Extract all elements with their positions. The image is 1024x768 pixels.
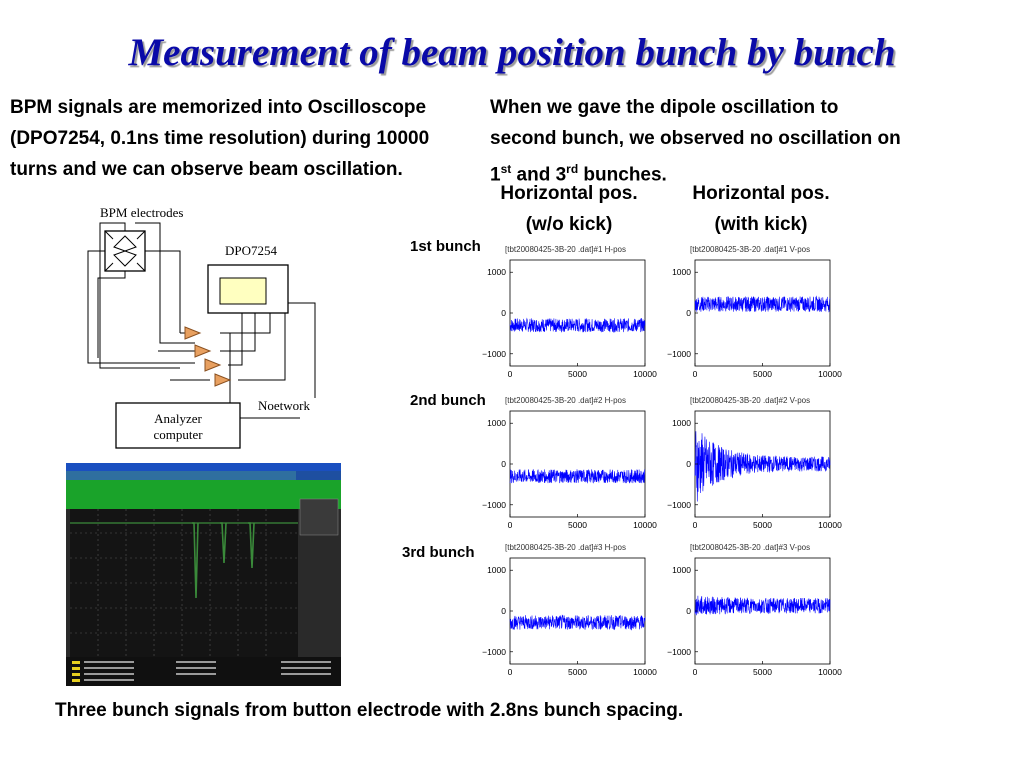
plot-y-tick-label: 1000 [487,565,506,575]
plot-x-tick-label: 10000 [818,520,842,530]
plot-frame [509,259,646,367]
plot-x-tick-label: 0 [693,667,698,677]
column-header-line: (w/o kick) [525,214,613,235]
plot-signal-trace [509,614,646,631]
plot-x-tick-label: 10000 [633,520,657,530]
computer-label-line2: computer [153,427,203,442]
plot-title: [tbt20080425-3B-20 .dat]#3 V-pos [690,543,810,552]
plot-y-tick-label: 0 [686,459,691,469]
intro-text: BPM signals are memorized into Oscillosc… [10,97,430,180]
network-label: Noetwork [258,398,310,413]
plot-y-tick-label: 1000 [672,565,691,575]
column-header-line: Horizontal pos. [692,183,830,204]
plot-title: [tbt20080425-3B-20 .dat]#1 V-pos [690,245,810,254]
plot-y-tick-label: 1000 [487,267,506,277]
observation-first: 1 [490,164,501,186]
position-plot-svg: [tbt20080425-3B-20 .dat]#3 V-pos10000−10… [667,543,842,677]
position-plot-svg: [tbt20080425-3B-20 .dat]#3 H-pos10000−10… [482,543,657,677]
bpm-electrode-head [104,230,146,272]
plot-x-tick-label: 0 [508,520,513,530]
plot-signal-trace [694,295,831,313]
plot-y-tick-label: 0 [501,606,506,616]
observation-end: bunches. [578,164,667,186]
plot-x-tick-label: 0 [693,369,698,379]
scope-menubar [66,471,341,480]
row-label-bunch-2: 2nd bunch [410,392,486,409]
plot-y-tick-label: 0 [501,308,506,318]
observation-first-sup: st [500,162,512,176]
plot-y-tick-label: 0 [501,459,506,469]
observation-third-sup: rd [566,162,579,176]
plot-x-tick-label: 5000 [568,369,587,379]
plot-y-tick-label: −1000 [482,647,506,657]
computer-label-line1: Analyzer [154,411,202,426]
position-plot-svg: [tbt20080425-3B-20 .dat]#1 H-pos10000−10… [482,245,657,379]
position-plot-svg: [tbt20080425-3B-20 .dat]#2 V-pos10000−10… [667,396,842,530]
amplifier-icons [184,326,232,387]
plot-y-tick-label: −1000 [667,349,691,359]
position-plot-svg: [tbt20080425-3B-20 .dat]#2 H-pos10000−10… [482,396,657,530]
plot-y-tick-label: −1000 [667,647,691,657]
plot-title: [tbt20080425-3B-20 .dat]#1 H-pos [505,245,626,254]
plot-y-tick-label: 1000 [487,418,506,428]
figure-caption: Three bunch signals from button electrod… [55,700,684,721]
plot-y-tick-label: −1000 [482,349,506,359]
plot-frame [509,557,646,665]
plot-title: [tbt20080425-3B-20 .dat]#2 H-pos [505,396,626,405]
plot-y-tick-label: 0 [686,308,691,318]
column-header-with-kick: Horizontal pos. (with kick) [676,178,846,240]
bpm-schematic-diagram: BPM electrodes DPO7254 Analyz [87,205,316,449]
plot-x-tick-label: 10000 [818,369,842,379]
row-label-bunch-3: 3rd bunch [402,544,475,561]
plot-x-tick-label: 10000 [818,667,842,677]
column-header-without-kick: Horizontal pos. (w/o kick) [484,178,654,240]
scope-toolbar [66,480,341,489]
page-title: Measurement of beam position bunch by bu… [128,31,896,74]
plot-signal-trace [509,317,646,333]
plot-x-tick-label: 10000 [633,667,657,677]
plot-y-tick-label: 0 [686,606,691,616]
observation-line-1: When we gave the dipole oscillation to [490,97,839,118]
plot-x-tick-label: 5000 [568,520,587,530]
plot-x-tick-label: 5000 [568,667,587,677]
plot-title: [tbt20080425-3B-20 .dat]#2 V-pos [690,396,810,405]
plot-y-tick-label: −1000 [482,500,506,510]
plot-x-tick-label: 5000 [753,667,772,677]
plot-title: [tbt20080425-3B-20 .dat]#3 H-pos [505,543,626,552]
plot-y-tick-label: 1000 [672,418,691,428]
scope-label: DPO7254 [225,243,278,258]
plot-x-tick-label: 0 [508,667,513,677]
plot-x-tick-label: 5000 [753,520,772,530]
scope-window-titlebar [66,463,341,471]
observation-and: and 3 [511,164,567,186]
scope-grid [70,509,298,657]
column-header-line: (with kick) [714,214,808,235]
observation-line-2: second bunch, we observed no oscillation… [490,128,901,149]
column-header-line: Horizontal pos. [500,183,638,204]
plot-x-tick-label: 0 [508,369,513,379]
plot-frame [694,259,831,367]
analyzer-computer-box [115,402,241,449]
oscilloscope-screenshot [66,463,341,686]
plot-x-tick-label: 10000 [633,369,657,379]
plot-signal-trace [509,469,646,484]
plot-y-tick-label: 1000 [672,267,691,277]
position-plot-svg: [tbt20080425-3B-20 .dat]#1 V-pos10000−10… [667,245,842,379]
plot-signal-trace [694,431,831,502]
observation-text: When we gave the dipole oscillation to s… [490,92,990,190]
bpm-electrodes-label: BPM electrodes [100,205,183,220]
row-label-bunch-1: 1st bunch [410,238,481,255]
plot-x-tick-label: 0 [693,520,698,530]
plot-frame [509,410,646,518]
plot-signal-trace [694,595,831,616]
plot-y-tick-label: −1000 [667,500,691,510]
plot-x-tick-label: 5000 [753,369,772,379]
oscilloscope-screen [219,277,267,305]
